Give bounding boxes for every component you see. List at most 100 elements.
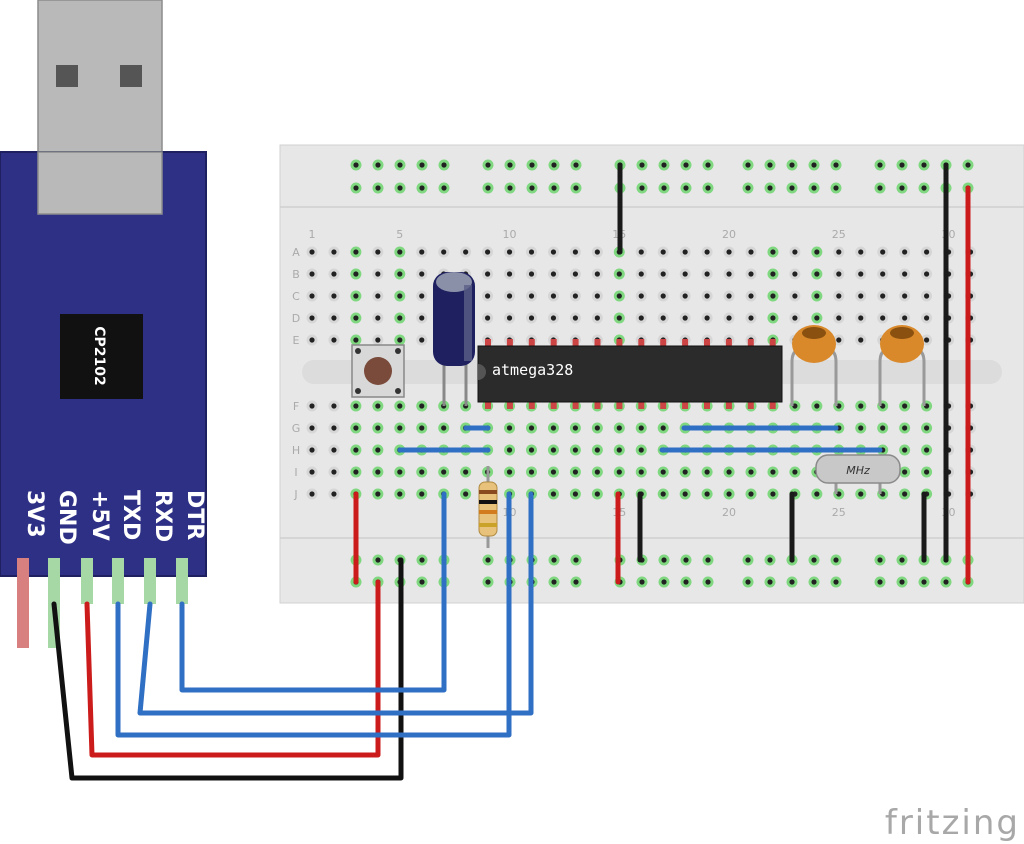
ic-pin <box>704 399 710 409</box>
breadboard-hole-center <box>858 337 864 343</box>
breadboard-hole-center <box>638 425 644 431</box>
ic-pin <box>660 399 667 409</box>
breadboard-hole-center <box>331 293 337 299</box>
breadboard-hole-center <box>331 249 337 255</box>
cp2102-label: CP2102 <box>91 326 107 386</box>
breadboard-hole-center <box>550 315 557 321</box>
usb-plug-hole-left <box>56 65 78 87</box>
ic-pin <box>660 339 667 349</box>
breadboard-hole-center <box>880 271 886 277</box>
breadboard-hole-center <box>485 315 491 321</box>
column-number: 5 <box>396 228 403 241</box>
rail-hole-center <box>705 557 711 563</box>
breadboard-hole-center <box>506 249 513 255</box>
rail-hole-center <box>745 579 751 585</box>
rail-hole-center <box>639 185 645 191</box>
breadboard-hole-center <box>880 315 886 321</box>
breadboard-hole-center <box>550 491 557 497</box>
rail-hole-center <box>485 557 491 563</box>
breadboard-hole-center <box>594 469 600 475</box>
ic-pin <box>594 399 601 409</box>
electrolytic-capacitor <box>433 272 475 406</box>
breadboard-hole-center <box>836 315 842 321</box>
adapter-pin-label: +5V <box>87 490 112 541</box>
breadboard-hole-center <box>594 491 600 497</box>
breadboard-hole-center <box>397 249 403 255</box>
breadboard-hole-center <box>902 249 908 255</box>
ceramic-capacitor-2 <box>878 325 926 406</box>
breadboard-hole-center <box>792 271 798 277</box>
breadboard-hole-center <box>616 447 622 453</box>
breadboard-hole-center <box>572 315 579 321</box>
breadboard-hole-center <box>858 403 864 409</box>
rail-hole-center <box>943 579 949 585</box>
breadboard-jumpers <box>353 162 971 585</box>
column-number: 1 <box>309 228 316 241</box>
breadboard-hole-center <box>880 293 886 299</box>
breadboard-hole-center <box>704 469 710 475</box>
rail-hole-center <box>899 162 905 168</box>
breadboard-hole-center <box>550 249 557 255</box>
breadboard-hole-center <box>814 271 820 277</box>
adapter-pin-label: GND <box>54 490 79 545</box>
breadboard-hole-center <box>419 293 425 299</box>
rail-hole-center <box>789 579 795 585</box>
breadboard-hole-center <box>726 315 732 321</box>
breadboard-hole-center <box>353 315 359 321</box>
rail-hole-center <box>877 557 883 563</box>
rail-hole-center <box>529 185 535 191</box>
breadboard-hole-center <box>660 293 666 299</box>
wire-5v <box>84 579 381 758</box>
ic-pin <box>485 399 491 409</box>
breadboard-hole-center <box>331 337 337 343</box>
breadboard-hole-center <box>924 447 930 453</box>
adapter-pin-label: TXD <box>118 490 143 540</box>
rail-hole-center <box>353 185 359 191</box>
rail-hole-center <box>661 185 667 191</box>
rail-hole-center <box>441 185 447 191</box>
breadboard-hole-center <box>572 469 579 475</box>
breadboard-hole-center <box>836 249 842 255</box>
breadboard-hole-center <box>375 315 381 321</box>
breadboard-hole-center <box>748 469 754 475</box>
breadboard-hole-center <box>506 425 513 431</box>
rail-hole-center <box>507 185 513 191</box>
breadboard-hole-center <box>726 271 732 277</box>
breadboard-hole-center <box>858 491 864 497</box>
breadboard-hole-center <box>331 425 337 431</box>
row-letter: E <box>293 334 300 347</box>
breadboard-hole-center <box>858 271 864 277</box>
breadboard-hole-center <box>397 469 403 475</box>
breadboard-hole-center <box>528 315 535 321</box>
rail-hole-center <box>767 162 773 168</box>
rail-hole-center <box>661 162 667 168</box>
breadboard-hole-center <box>353 447 359 453</box>
breadboard-hole-center <box>682 469 688 475</box>
breadboard-hole-center <box>375 403 381 409</box>
column-number: 25 <box>832 228 846 241</box>
breadboard-hole-center <box>572 249 579 255</box>
breadboard-hole-center <box>572 491 579 497</box>
breadboard-hole-center <box>638 271 644 277</box>
breadboard-hole-center <box>594 249 600 255</box>
breadboard-hole-center <box>572 425 579 431</box>
breadboard-hole-center <box>660 249 666 255</box>
breadboard-hole-center <box>550 469 557 475</box>
breadboard-hole-center <box>331 315 337 321</box>
rail-hole-center <box>811 579 817 585</box>
column-number: 10 <box>503 228 517 241</box>
rail-hole-center <box>921 162 927 168</box>
resistor <box>478 466 498 548</box>
ic-pin <box>572 399 579 409</box>
rail-hole-center <box>639 162 645 168</box>
ic-pin <box>682 399 689 409</box>
breadboard-hole-center <box>309 425 315 431</box>
breadboard-hole-center <box>924 469 930 475</box>
breadboard-hole-center <box>463 249 469 255</box>
rail-hole-center <box>767 557 773 563</box>
mcu-label: atmega328 <box>492 361 573 379</box>
breadboard-hole-center <box>375 293 381 299</box>
breadboard-hole-center <box>353 249 359 255</box>
